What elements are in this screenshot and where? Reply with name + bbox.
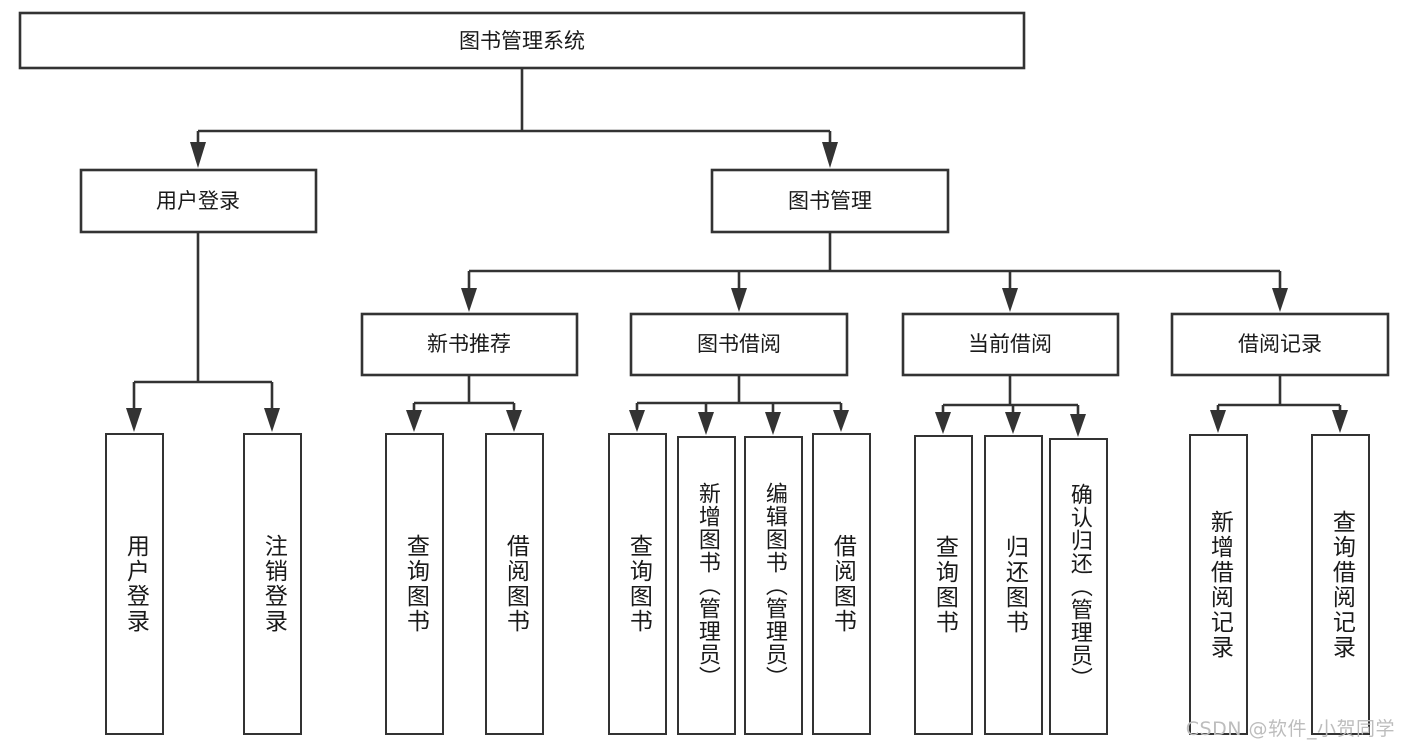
arrow-root-to-books	[822, 142, 838, 168]
node-user-login-label: 用户登录	[156, 189, 240, 213]
arrow-root-to-user	[190, 142, 206, 168]
node-book-borrow[interactable]	[629, 312, 849, 377]
leaf-borrow-borrow-book[interactable]: 借阅图书	[812, 433, 871, 735]
arrow-current-leaf-2	[1005, 412, 1021, 434]
node-root-system[interactable]	[18, 11, 1026, 70]
leaf-current-confirm-return-admin-label: 确认归还（管理员）	[1066, 483, 1092, 690]
arrow-books-child-4	[1272, 288, 1288, 312]
arrow-books-child-3	[1002, 288, 1018, 312]
leaf-record-query-record-label: 查询借阅记录	[1328, 509, 1355, 660]
arrow-current-leaf-3	[1070, 414, 1086, 437]
arrow-books-child-1	[461, 288, 477, 312]
node-current-borrow-label: 当前借阅	[968, 332, 1052, 356]
arrow-borrow-leaf-2	[698, 412, 714, 435]
leaf-current-return-book[interactable]: 归还图书	[984, 435, 1043, 735]
leaf-user-login[interactable]: 用户登录	[105, 433, 164, 735]
leaf-current-confirm-return-admin[interactable]: 确认归还（管理员）	[1049, 438, 1108, 735]
leaf-record-add-record[interactable]: 新增借阅记录	[1189, 434, 1248, 735]
node-root-system-label: 图书管理系统	[459, 29, 585, 53]
leaf-record-query-record[interactable]: 查询借阅记录	[1311, 434, 1370, 735]
leaf-recommend-query-book[interactable]: 查询图书	[385, 433, 444, 735]
leaf-borrow-query-book-label: 查询图书	[625, 534, 652, 634]
arrow-borrow-leaf-1	[629, 410, 645, 432]
node-book-management-label: 图书管理	[788, 189, 872, 213]
arrow-user-leaf-2	[264, 408, 280, 432]
leaf-borrow-query-book[interactable]: 查询图书	[608, 433, 667, 735]
leaf-recommend-borrow-book-label: 借阅图书	[502, 534, 529, 634]
arrow-record-leaf-1	[1210, 410, 1226, 433]
arrow-recommend-leaf-1	[406, 410, 422, 432]
leaf-logout-login[interactable]: 注销登录	[243, 433, 302, 735]
arrow-current-leaf-1	[935, 412, 951, 434]
arrow-record-leaf-2	[1332, 410, 1348, 433]
leaf-record-add-record-label: 新增借阅记录	[1206, 509, 1233, 660]
leaf-borrow-borrow-book-label: 借阅图书	[829, 534, 856, 634]
arrow-user-leaf-1	[126, 408, 142, 432]
leaf-recommend-borrow-book[interactable]: 借阅图书	[485, 433, 544, 735]
leaf-borrow-add-book-admin-label: 新增图书（管理员）	[694, 482, 720, 689]
node-new-book-recommend-label: 新书推荐	[427, 332, 511, 356]
leaf-current-query-book[interactable]: 查询图书	[914, 435, 973, 735]
leaf-borrow-add-book-admin[interactable]: 新增图书（管理员）	[677, 436, 736, 735]
leaf-borrow-edit-book-admin-label: 编辑图书（管理员）	[761, 482, 787, 689]
leaf-user-login-label: 用户登录	[122, 534, 149, 634]
node-book-borrow-label: 图书借阅	[697, 332, 781, 356]
leaf-current-return-book-label: 归还图书	[1001, 535, 1028, 635]
leaf-current-query-book-label: 查询图书	[931, 535, 958, 635]
leaf-logout-login-label: 注销登录	[260, 534, 287, 634]
node-borrow-record-label: 借阅记录	[1238, 332, 1322, 356]
leaf-borrow-edit-book-admin[interactable]: 编辑图书（管理员）	[744, 436, 803, 735]
csdn-watermark: CSDN @软件_小贺同学	[1185, 718, 1395, 740]
arrow-borrow-leaf-3	[765, 412, 781, 435]
arrow-recommend-leaf-2	[506, 410, 522, 432]
node-new-book-recommend[interactable]	[360, 312, 579, 377]
arrow-borrow-leaf-4	[833, 410, 849, 432]
arrow-books-child-2	[731, 288, 747, 312]
leaf-recommend-query-book-label: 查询图书	[402, 534, 429, 634]
node-current-borrow[interactable]	[901, 312, 1120, 377]
